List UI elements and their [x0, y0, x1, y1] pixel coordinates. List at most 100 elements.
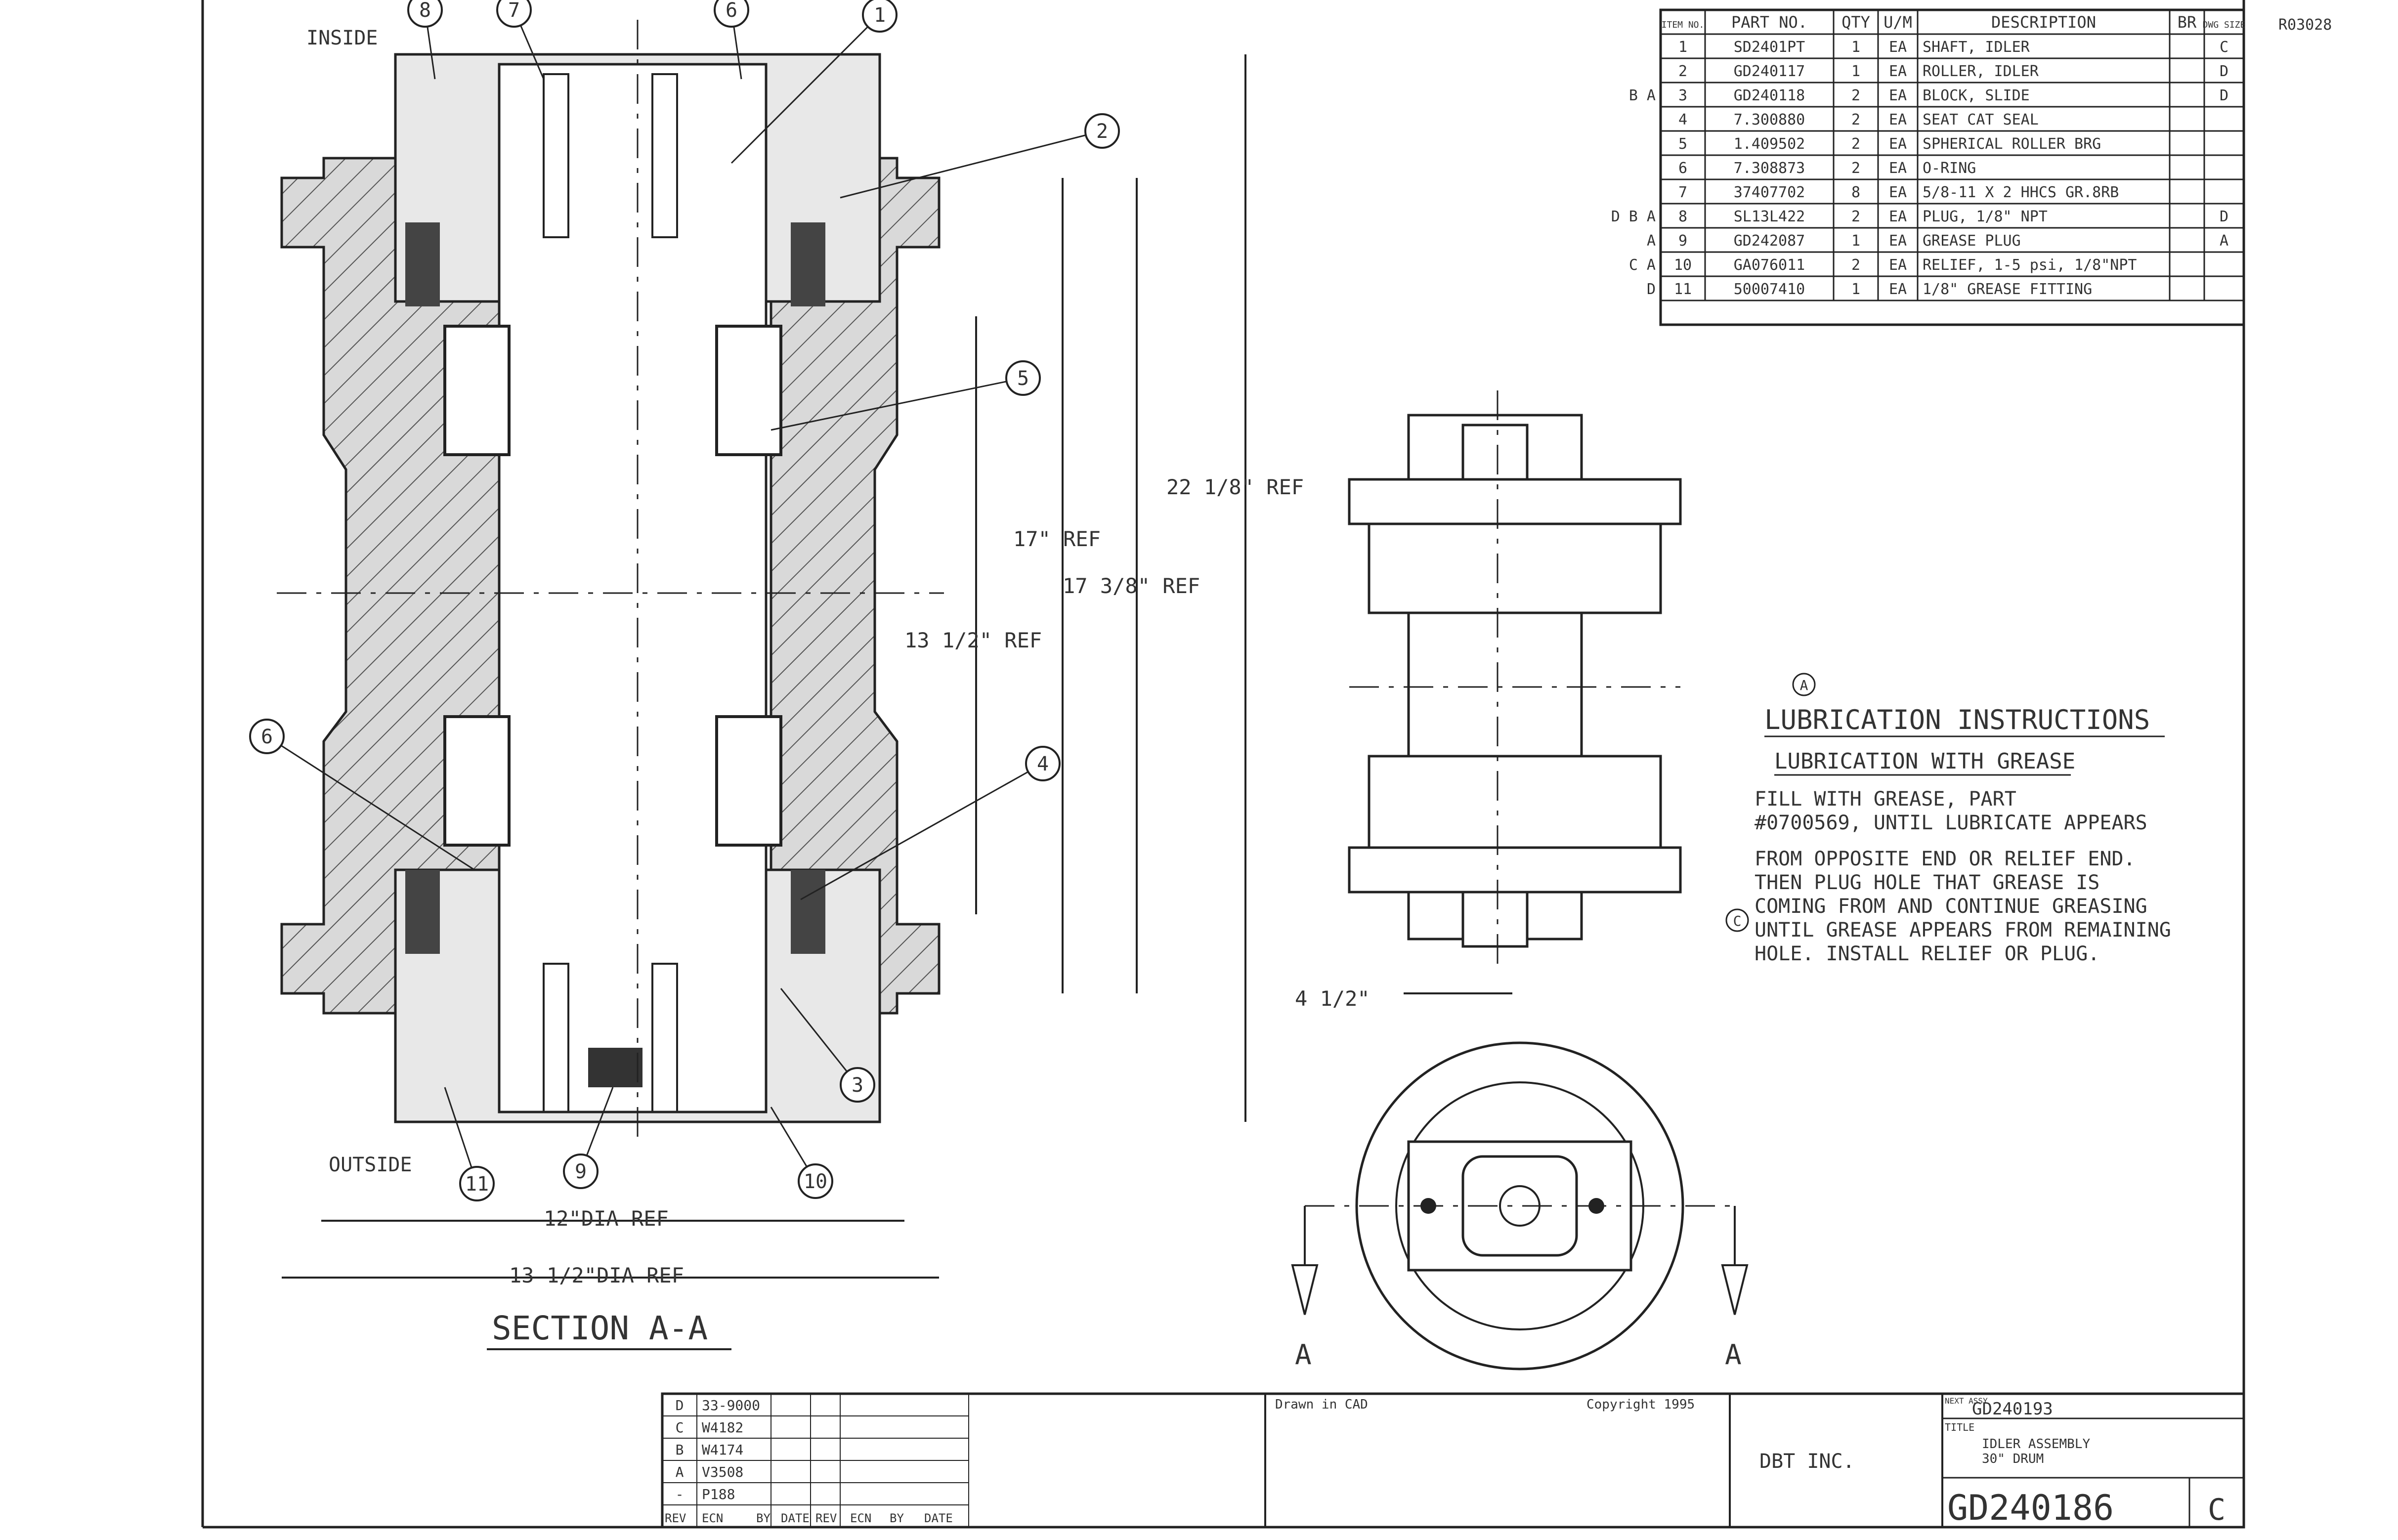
bom-cell: 5	[1678, 135, 1687, 153]
item-balloon	[563, 1154, 599, 1189]
item-balloon	[862, 0, 898, 33]
bom-cell: 7.300880	[1734, 111, 1805, 128]
lube-c-marker-circle	[1725, 908, 1749, 932]
bom-cell: D	[2220, 87, 2228, 104]
bom-cell: SPHERICAL ROLLER BRG	[1923, 135, 2101, 153]
item-balloon	[459, 1166, 495, 1201]
idler-shaft	[498, 63, 768, 1113]
lube-line: FROM OPPOSITE END OR RELIEF END.	[1755, 848, 2136, 870]
bom-rev-marker: C A	[1629, 257, 1656, 274]
dim-12-dia: 12"DIA REF	[544, 1206, 669, 1231]
seal-top-left	[405, 222, 440, 306]
bearing-top-right	[715, 325, 782, 456]
bom-rev-marker: A	[1647, 232, 1656, 250]
drawn-in-cad: Drawn in CAD	[1275, 1397, 1368, 1412]
next-assy: GD240193	[1972, 1399, 2053, 1419]
bom-cell: EA	[1889, 135, 1907, 153]
bom-cell: 1	[1851, 232, 1860, 250]
item-balloon	[1005, 360, 1041, 396]
lube-marker-circle	[1792, 673, 1816, 696]
bom-cell: 3	[1678, 87, 1687, 104]
bom-cell: 2	[1851, 257, 1860, 274]
bom-cell: 1.409502	[1734, 135, 1805, 153]
seal-top-right	[791, 222, 825, 306]
view-arrow-a-right: A	[1725, 1339, 1742, 1371]
bom-rev-marker: D	[1647, 281, 1656, 298]
bom-cell: 50007410	[1734, 281, 1805, 298]
bom-header: BR	[2178, 13, 2197, 32]
balloon-label: 8	[419, 0, 431, 22]
title-label: TITLE	[1945, 1421, 1974, 1433]
rev-ecn: W4174	[702, 1442, 743, 1458]
rev-header: DATE	[781, 1511, 810, 1525]
rev-letter: B	[676, 1442, 684, 1458]
rev-letter: C	[676, 1419, 684, 1436]
bom-cell: PLUG, 1/8" NPT	[1923, 208, 2048, 225]
rev-ecn: V3508	[702, 1464, 743, 1480]
rev-letter: D	[676, 1397, 684, 1413]
dimensions	[282, 54, 1512, 1279]
grease-plug	[588, 1048, 642, 1087]
lube-line: HOLE. INSTALL RELIEF OR PLUG.	[1755, 942, 2099, 965]
bom-cell: GREASE PLUG	[1923, 232, 2021, 250]
balloon-label: 4	[1037, 753, 1049, 775]
bom-cell: 1/8" GREASE FITTING	[1923, 281, 2092, 298]
balloon-label: 6	[726, 0, 737, 22]
item-balloon	[798, 1163, 833, 1199]
bom-cell: 1	[1851, 63, 1860, 80]
lube-line: UNTIL GREASE APPEARS FROM REMAINING	[1755, 919, 2171, 941]
bom-rev-marker: B A	[1629, 87, 1656, 104]
rev-header: REV	[815, 1511, 837, 1525]
bom-cell: 1	[1851, 39, 1860, 56]
balloon-label: 7	[508, 0, 520, 22]
bom-cell: SEAT CAT SEAL	[1923, 111, 2039, 128]
bolt-1	[543, 73, 569, 238]
copyright: Copyright 1995	[1586, 1397, 1695, 1412]
bom-header: DESCRIPTION	[1991, 13, 2096, 32]
balloon-leader	[780, 988, 858, 1085]
sheet-size: C	[2208, 1493, 2226, 1527]
balloon-label: 9	[575, 1160, 587, 1183]
bom-cell: SL13L422	[1734, 208, 1805, 225]
bom-cell: 2	[1678, 63, 1687, 80]
bom-cell: 10	[1674, 257, 1692, 274]
item-balloon	[249, 719, 285, 754]
lube-marker: A	[1800, 677, 1808, 693]
lube-title: LUBRICATION INSTRUCTIONS	[1764, 704, 2150, 735]
rev-ecn: W4182	[702, 1419, 743, 1436]
rev-header: ECN	[850, 1511, 871, 1525]
bom-cell: 7	[1678, 184, 1687, 201]
bom-cell: 11	[1674, 281, 1692, 298]
bom-cell: GD242087	[1734, 232, 1805, 250]
bom-cell: 1	[1851, 281, 1860, 298]
rev-header: REV	[665, 1511, 686, 1525]
bom-cell: GA076011	[1734, 257, 1805, 274]
bearing-top-left	[443, 325, 511, 456]
lubrication-notes: A LUBRICATION INSTRUCTIONS LUBRICATION WIT…	[1725, 673, 2171, 965]
bom-cell: 2	[1851, 135, 1860, 153]
bom-cell: 8	[1851, 184, 1860, 201]
bom-header: U/M	[1884, 13, 1912, 32]
bom-cell: 6	[1678, 160, 1687, 177]
section-view	[277, 20, 944, 1137]
bolt-2	[651, 73, 678, 238]
bolt-3	[543, 963, 569, 1113]
rev-letter: A	[676, 1464, 684, 1480]
side-view	[1348, 390, 1682, 969]
inside-label: INSIDE	[306, 27, 378, 49]
bom-cell: 4	[1678, 111, 1687, 128]
item-balloon	[840, 1067, 875, 1103]
bom-cell: RELIEF, 1-5 psi, 1/8"NPT	[1923, 257, 2137, 274]
rev-header: BY	[890, 1511, 904, 1525]
bom-cell: GD240117	[1734, 63, 1805, 80]
lube-subtitle: LUBRICATION WITH GREASE	[1774, 749, 2075, 774]
bom-cell: O-RING	[1923, 160, 1976, 177]
balloon-label: 6	[261, 726, 273, 748]
bom-cell: 8	[1678, 208, 1687, 225]
bolt-4	[651, 963, 678, 1113]
balloon-label: 1	[874, 4, 886, 27]
lube-line: FILL WITH GREASE, PART	[1755, 788, 2016, 811]
